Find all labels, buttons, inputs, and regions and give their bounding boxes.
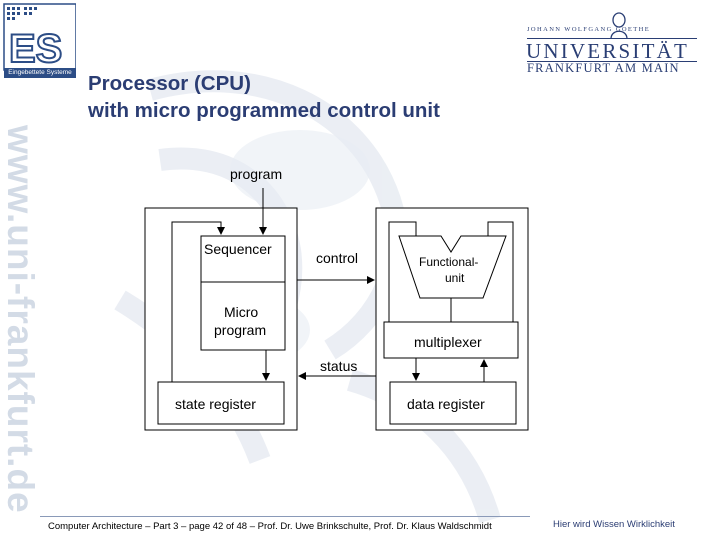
university-divider-2	[527, 61, 697, 62]
state-register-box	[157, 381, 285, 425]
goethe-head-icon	[610, 12, 628, 39]
micro-program-label-2: program	[214, 322, 267, 338]
functional-unit-label-1: Functional-	[419, 255, 479, 269]
functional-unit-shape	[398, 235, 507, 299]
multiplexer-box	[383, 321, 519, 359]
state-to-sequencer-arrow	[171, 221, 225, 382]
micro-program-label-1: Micro	[224, 304, 259, 320]
logo-caption: Eingebettete Systeme	[4, 68, 76, 78]
footer-divider	[40, 516, 530, 517]
sequencer-box	[200, 235, 286, 283]
university-city: FRANKFURT AM MAIN	[527, 61, 680, 75]
slide-title-line2: with micro programmed control unit	[88, 99, 440, 122]
footer-slogan: Hier wird Wissen Wirklichkeit	[553, 519, 675, 530]
state-register-label: state register	[175, 396, 256, 412]
status-label: status	[320, 358, 358, 374]
fu-input-right-loop	[487, 221, 514, 322]
university-name: UNIVERSITÄT	[526, 39, 690, 63]
footer-text: Computer Architecture – Part 3 – page 42…	[48, 521, 492, 532]
functional-unit-label-2: unit	[445, 271, 465, 285]
data-register-label: data register	[407, 396, 485, 412]
slide-title-line1: Processor (CPU)	[88, 72, 251, 95]
fu-input-left-loop	[388, 221, 417, 322]
university-name-small: JOHANN WOLFGANG GOETHE	[527, 26, 651, 33]
slide-title: Processor (CPU) with micro programmed co…	[88, 70, 440, 124]
svg-text:ES: ES	[9, 27, 62, 71]
control-label: control	[316, 250, 359, 266]
program-label: program	[230, 166, 283, 182]
micro-program-box	[200, 281, 286, 351]
university-divider	[527, 38, 697, 39]
data-register-box	[389, 381, 517, 425]
multiplexer-label: multiplexer	[414, 334, 482, 350]
sequencer-label: Sequencer	[204, 241, 272, 257]
